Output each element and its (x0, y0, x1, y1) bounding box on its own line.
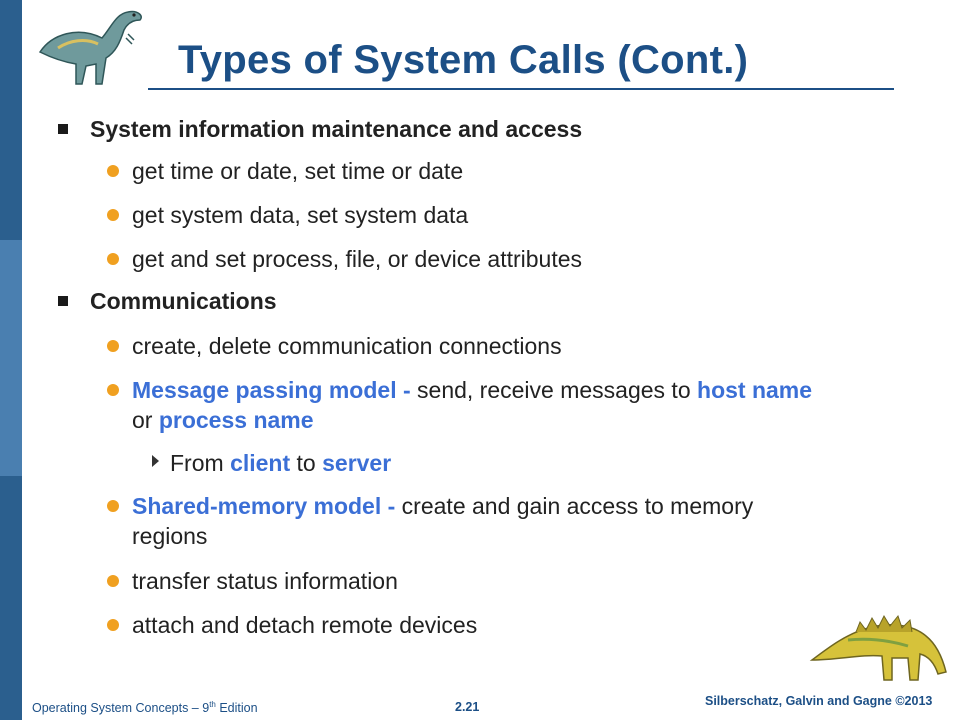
footer-book-title-tail: Edition (215, 701, 258, 716)
sub-bullet-remote-devices: attach and detach remote devices (132, 612, 478, 638)
circle-bullet-icon (107, 619, 119, 631)
sub-bullet-status: transfer status information (132, 568, 398, 594)
sub-bullet-system-data: get system data, set system data (132, 202, 469, 228)
circle-bullet-icon (107, 253, 119, 265)
slide-title: Types of System Calls (Cont.) (178, 38, 749, 82)
square-bullet-icon (58, 296, 68, 306)
title-underline (148, 88, 894, 90)
footer-book-title-main: Operating System Concepts – 9 (32, 701, 210, 716)
to-text: to (290, 450, 323, 476)
footer-page-number: 2.21 (455, 700, 480, 714)
circle-bullet-icon (107, 384, 119, 396)
footer-edition-sup: th (209, 700, 216, 709)
client-term: client (230, 450, 291, 476)
footer-book-title: Operating System Concepts – 9th Edition (32, 700, 258, 715)
sub-bullet-message-passing-cont: or process name (132, 405, 314, 435)
sub-bullet-connections: create, delete communication connections (132, 333, 562, 359)
sub-bullet-shared-memory-cont: regions (132, 523, 208, 549)
message-passing-term: Message passing model - (132, 377, 411, 403)
process-name-term: process name (158, 407, 314, 433)
sub-bullet-shared-memory: Shared-memory model - create and gain ac… (132, 491, 753, 521)
footer-copyright: Silberschatz, Galvin and Gagne ©2013 (705, 694, 933, 708)
shared-memory-text: create and gain access to memory (395, 493, 754, 519)
circle-bullet-icon (107, 500, 119, 512)
server-term: server (322, 450, 392, 476)
circle-bullet-icon (107, 575, 119, 587)
sub-bullet-time-date: get time or date, set time or date (132, 158, 464, 184)
message-passing-text: send, receive messages to (410, 377, 698, 403)
from-text: From (170, 450, 231, 476)
left-accent-bar-segment (0, 240, 22, 476)
bullet-system-information: System information maintenance and acces… (90, 116, 583, 142)
sub-bullet-attributes: get and set process, file, or device att… (132, 246, 583, 272)
left-accent-bar (0, 0, 22, 720)
dinosaur-logo-bottom (809, 614, 947, 681)
circle-bullet-icon (107, 340, 119, 352)
host-name-term: host name (697, 377, 813, 403)
triangle-bullet-icon (152, 455, 159, 467)
message-passing-or: or (132, 407, 159, 433)
circle-bullet-icon (107, 209, 119, 221)
sub-sub-bullet-client-server: From client to server (170, 448, 391, 478)
sub-bullet-message-passing: Message passing model - send, receive me… (132, 375, 812, 405)
square-bullet-icon (58, 124, 68, 134)
dinosaur-logo-top (38, 10, 142, 85)
shared-memory-term: Shared-memory model - (132, 493, 396, 519)
circle-bullet-icon (107, 165, 119, 177)
bullet-communications: Communications (90, 288, 277, 314)
